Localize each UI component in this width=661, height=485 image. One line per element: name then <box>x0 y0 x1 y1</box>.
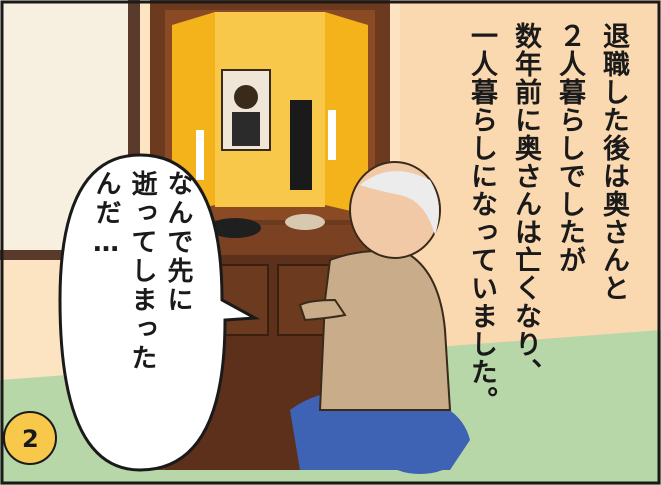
rin-bowl <box>209 218 261 238</box>
altar-left-door <box>172 12 215 215</box>
candle-left <box>196 130 204 180</box>
speech-text: なんで先に 逝ってしまった んだ… <box>91 170 193 373</box>
altar-right-door <box>325 12 368 215</box>
old-man <box>290 161 470 474</box>
portrait-photo <box>221 69 271 151</box>
page-number: 2 <box>22 425 39 453</box>
hair <box>360 171 439 235</box>
shirt <box>318 250 452 411</box>
page-number-badge <box>3 411 57 465</box>
memorial-tablet <box>290 100 312 190</box>
candle-right <box>328 110 336 160</box>
speech-bubble <box>58 153 261 472</box>
narration-text: 退職した後は奥さんと ２人暮らしでしたが 数年前に奥さんは亡くなり、 一人暮らし… <box>466 22 629 414</box>
